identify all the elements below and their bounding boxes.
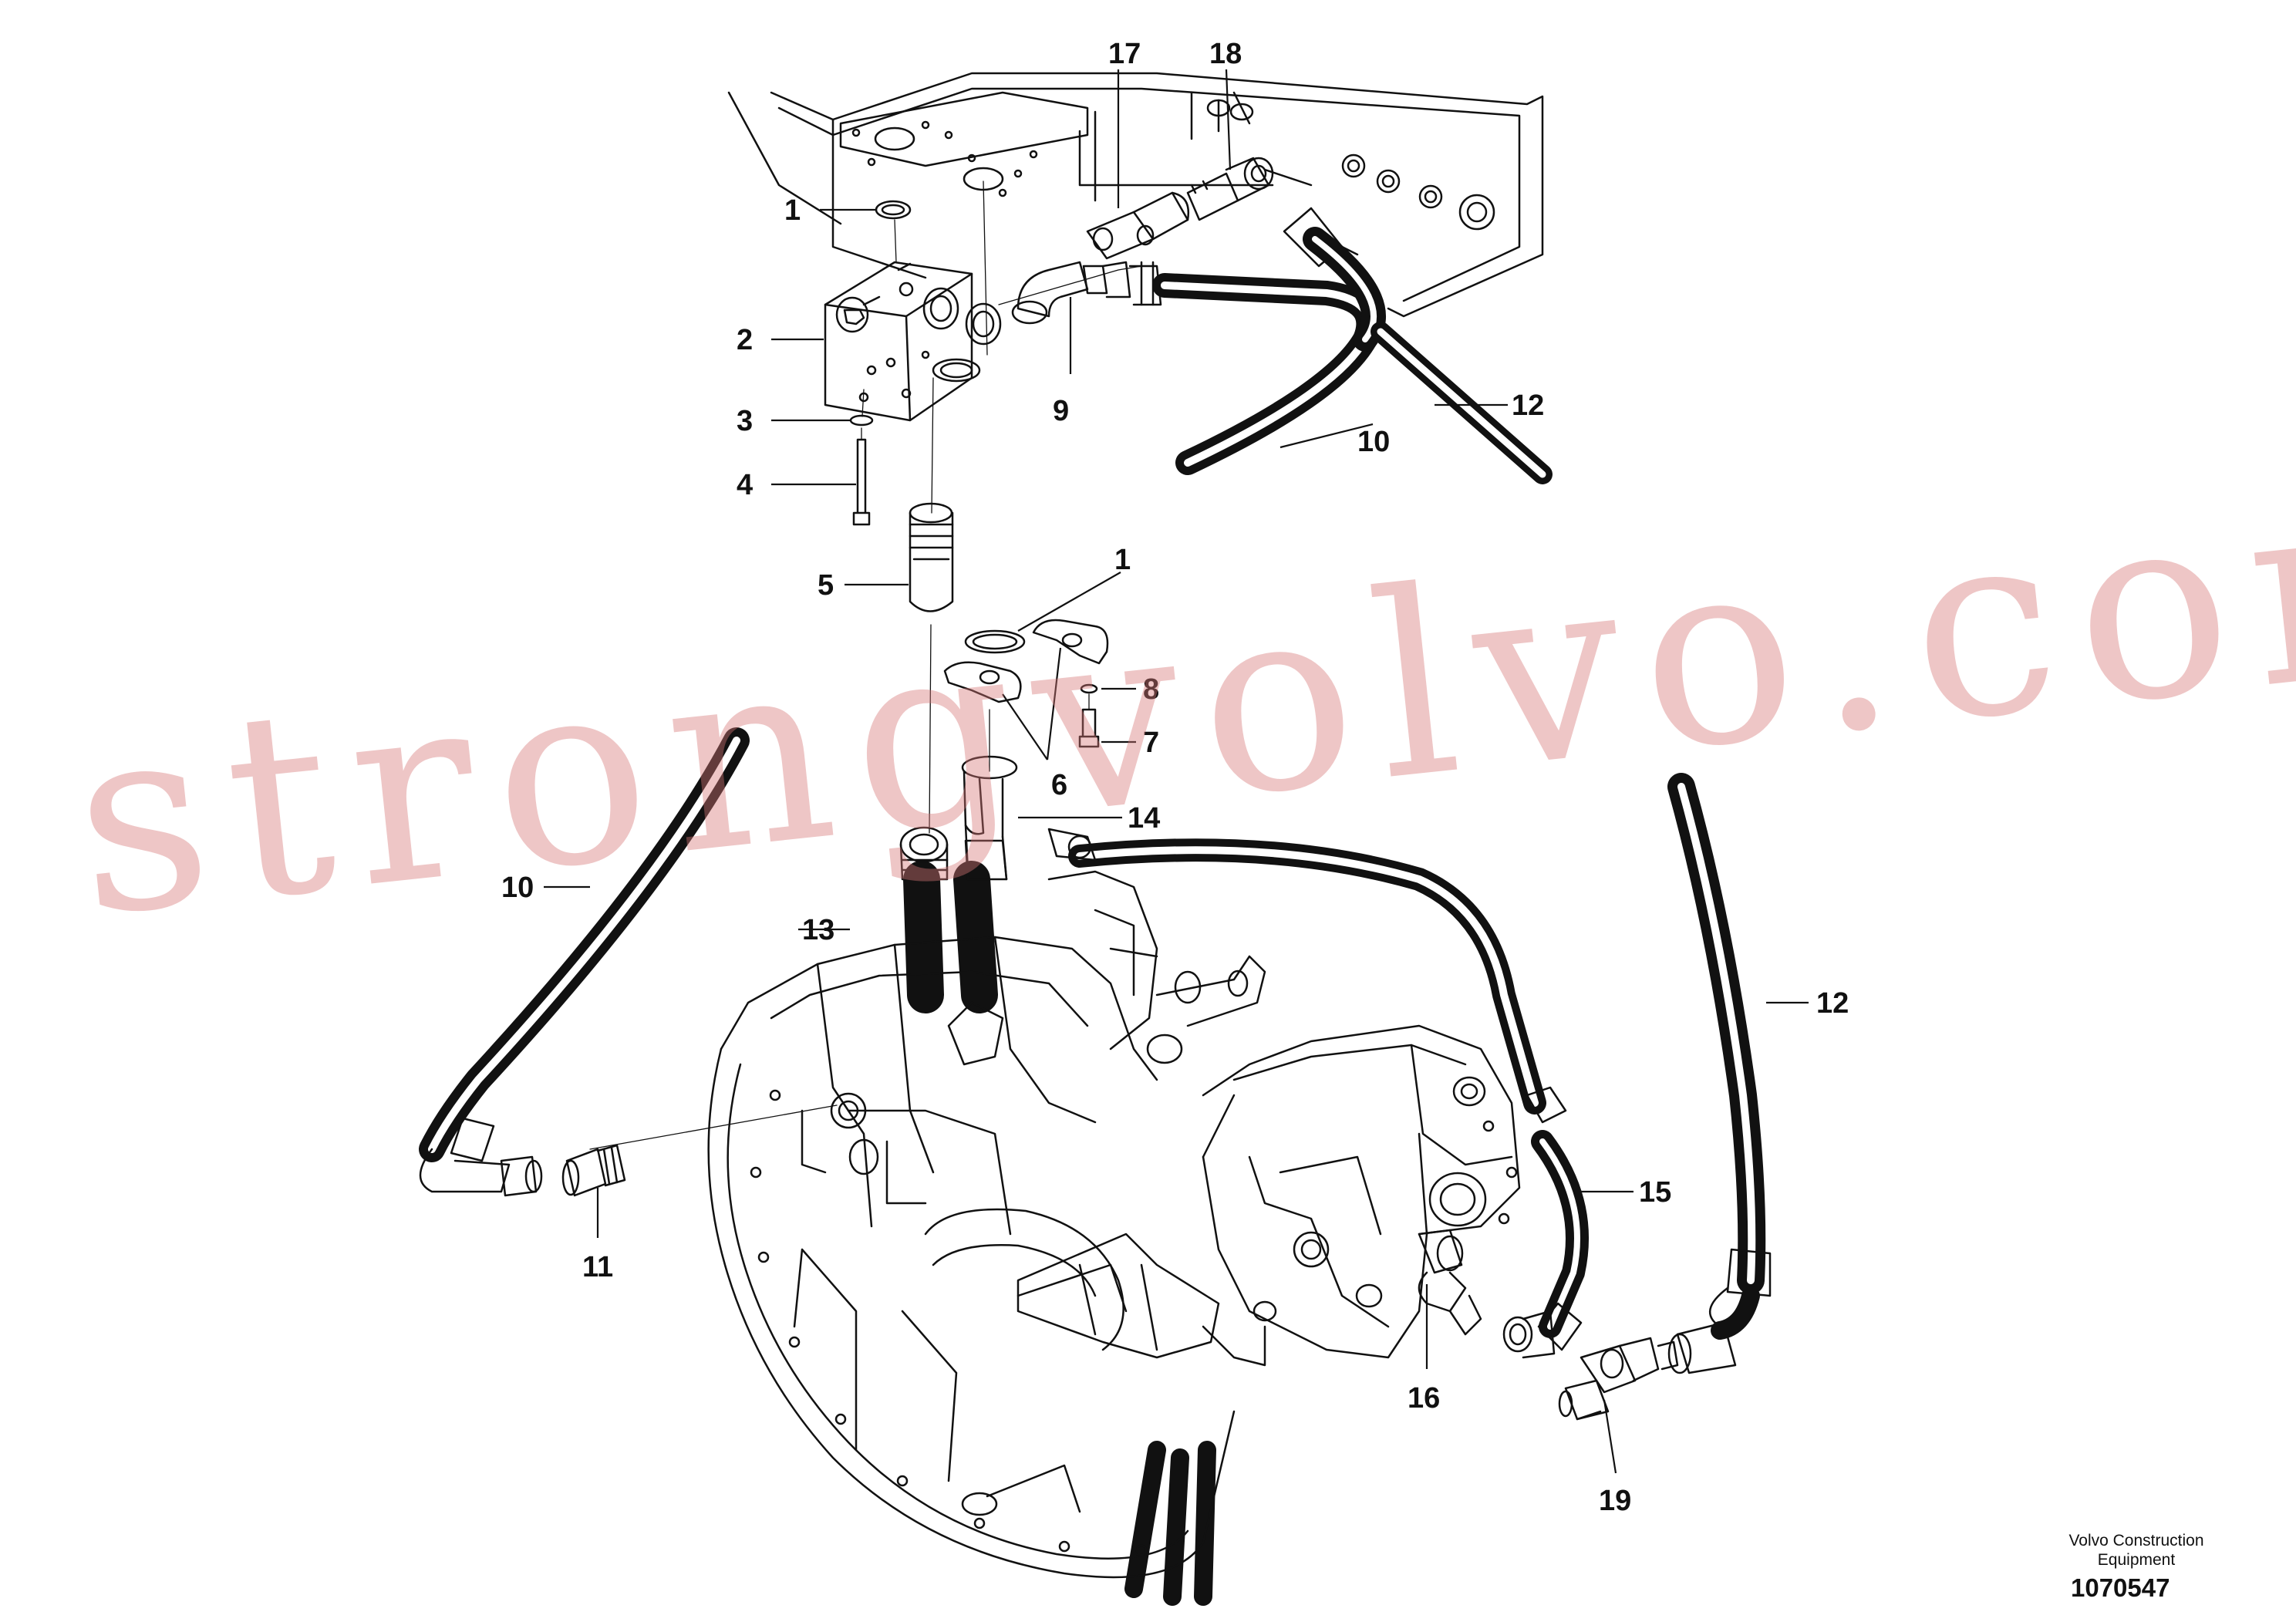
- o-ring-mid: [964, 629, 1026, 654]
- callout-1-mid: 1: [1114, 544, 1131, 576]
- callout-12-top: 12: [1512, 389, 1544, 422]
- callout-9: 9: [1053, 395, 1069, 427]
- hose-10-left-fittings: [419, 1117, 543, 1197]
- leader-lines: [544, 69, 1809, 1474]
- publisher-credit: Volvo Construction Equipment: [2036, 1531, 2237, 1570]
- callout-7: 7: [1143, 727, 1159, 759]
- callout-12-right: 12: [1816, 987, 1849, 1020]
- callout-3: 3: [737, 405, 753, 437]
- callout-1-top: 1: [784, 194, 801, 227]
- callout-6: 6: [1051, 769, 1067, 801]
- callout-16: 16: [1408, 1382, 1440, 1415]
- fitting-5: [909, 502, 954, 612]
- callout-15: 15: [1639, 1176, 1671, 1209]
- fitting-17: [1086, 191, 1190, 260]
- callout-8: 8: [1143, 673, 1159, 706]
- callout-19: 19: [1599, 1485, 1631, 1517]
- callout-13: 13: [802, 914, 834, 946]
- upper-frame: [727, 72, 1544, 318]
- pump-housing: [707, 870, 1521, 1579]
- o-ring-top: [875, 200, 912, 220]
- callouts: 1 2 3 4 5 1 6 7 8 9 10 12 17 18 14 13 10…: [501, 38, 1849, 1517]
- credit-line-1: Volvo Construction: [2068, 1532, 2204, 1549]
- credit-line-2: Equipment: [2097, 1551, 2176, 1569]
- callout-18: 18: [1209, 38, 1242, 70]
- tee-fitting-19: [1558, 1337, 1679, 1421]
- flange-clamps: [943, 619, 1109, 703]
- hoses: [419, 227, 1766, 1606]
- elbow-fitting-9: [1011, 261, 1162, 325]
- callout-10-top: 10: [1357, 426, 1390, 458]
- callout-14: 14: [1128, 802, 1160, 835]
- callout-11: 11: [582, 1251, 613, 1283]
- fitting-16: [1418, 1229, 1482, 1336]
- washer: [849, 414, 874, 427]
- fitting-18: [1186, 157, 1274, 221]
- callout-10-left: 10: [501, 872, 534, 904]
- assembly-guides: [589, 180, 1142, 1150]
- washer-8: [1080, 683, 1098, 694]
- drawing-number: 1070547: [2071, 1573, 2170, 1602]
- bolt-4: [852, 438, 871, 526]
- manifold-fittings: [899, 826, 1097, 881]
- callout-4: 4: [737, 469, 753, 501]
- valve-block: [824, 261, 1002, 422]
- callout-17: 17: [1108, 38, 1141, 70]
- callout-2: 2: [737, 324, 753, 356]
- hose-15-fittings: [1502, 1086, 1583, 1359]
- callout-5: 5: [818, 569, 834, 602]
- plug-11: [561, 1144, 626, 1197]
- bolt-7: [1078, 708, 1100, 748]
